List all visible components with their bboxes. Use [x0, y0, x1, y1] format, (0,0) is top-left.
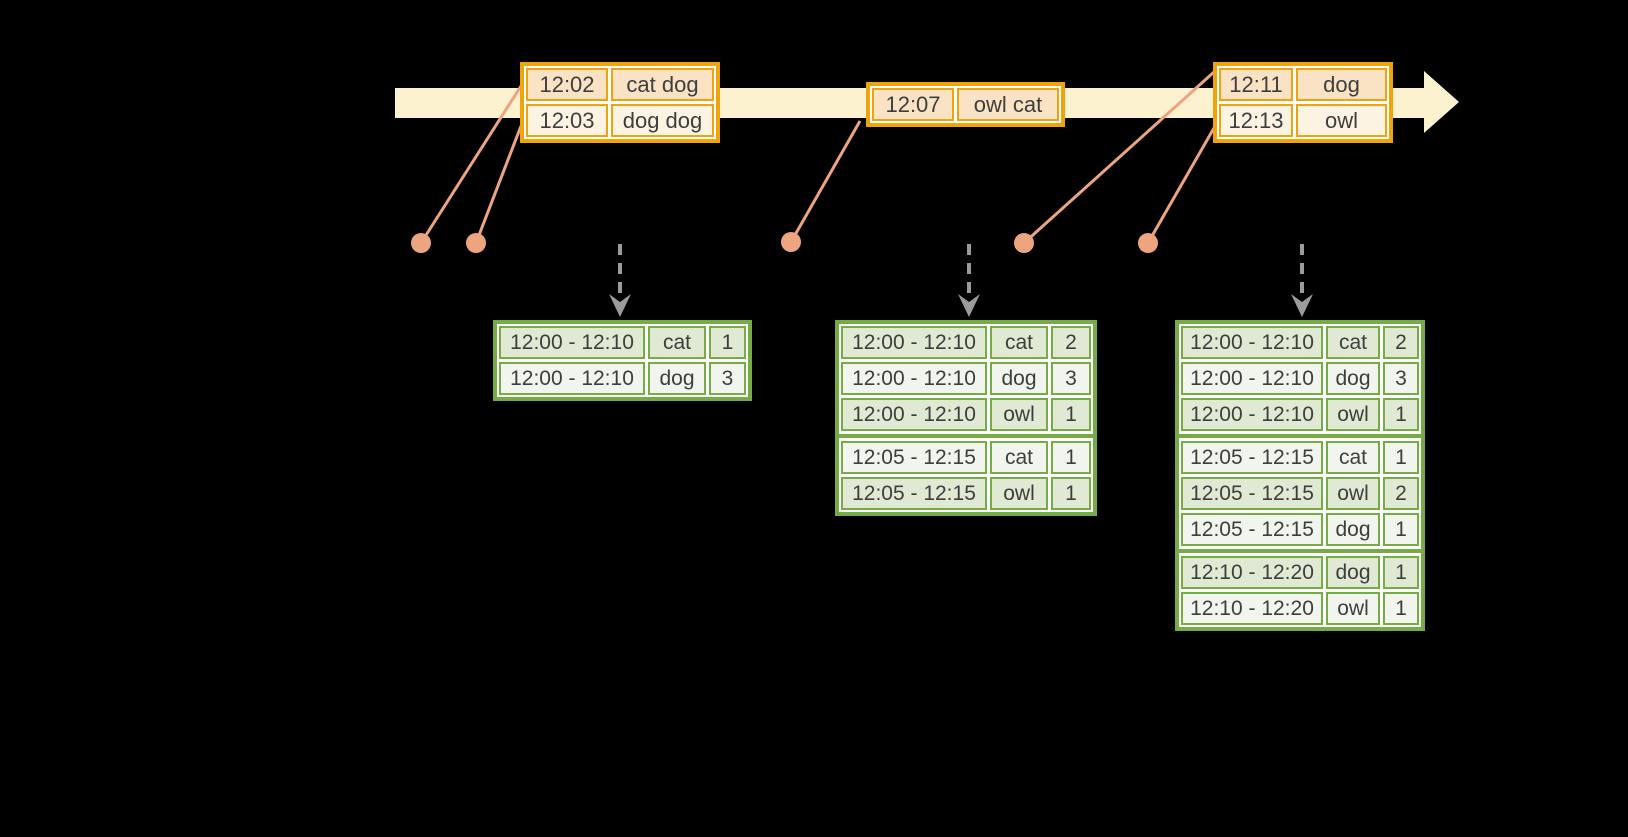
window-group-separator	[1179, 434, 1421, 438]
event-connector-line	[474, 125, 523, 244]
window-cell: 12:05 - 12:15	[841, 477, 987, 510]
word-cell: cat	[1326, 441, 1380, 474]
event-words-cell: dog dog	[611, 104, 714, 137]
event-time-cell: 12:02	[526, 68, 608, 101]
event-time-cell: 12:07	[872, 88, 954, 121]
window-cell: 12:00 - 12:10	[841, 326, 987, 359]
word-cell: owl	[1326, 398, 1380, 431]
word-cell: dog	[1326, 556, 1380, 589]
window-cell: 12:05 - 12:15	[1181, 477, 1323, 510]
event-words-cell: owl	[1296, 104, 1387, 137]
event-dot	[1138, 233, 1158, 253]
event-dot	[781, 232, 801, 252]
word-cell: dog	[990, 362, 1048, 395]
window-cell: 12:05 - 12:15	[841, 441, 987, 474]
event-connector-line	[1022, 70, 1216, 245]
trigger-arrow-head	[958, 294, 980, 317]
word-cell: cat	[648, 326, 706, 359]
event-dot	[1014, 233, 1034, 253]
count-cell: 3	[1051, 362, 1091, 395]
count-cell: 2	[1383, 477, 1419, 510]
count-cell: 2	[1051, 326, 1091, 359]
count-cell: 1	[1383, 398, 1419, 431]
window-cell: 12:00 - 12:10	[499, 326, 645, 359]
window-cell: 12:10 - 12:20	[1181, 592, 1323, 625]
window-cell: 12:05 - 12:15	[1181, 513, 1323, 546]
window-cell: 12:00 - 12:10	[841, 398, 987, 431]
count-cell: 1	[1383, 592, 1419, 625]
count-cell: 3	[1383, 362, 1419, 395]
word-cell: owl	[990, 477, 1048, 510]
trigger-arrow-head	[1291, 294, 1313, 317]
count-cell: 1	[1383, 556, 1419, 589]
event-words-cell: cat dog	[611, 68, 714, 101]
word-cell: owl	[990, 398, 1048, 431]
event-time-cell: 12:11	[1219, 68, 1293, 101]
count-cell: 1	[1051, 441, 1091, 474]
window-group-separator	[839, 434, 1093, 438]
event-connector-line	[789, 120, 862, 243]
event-dot	[411, 233, 431, 253]
timeline-arrowhead	[1424, 71, 1459, 133]
count-cell: 3	[709, 362, 746, 395]
count-cell: 1	[1051, 477, 1091, 510]
event-connector-line	[1146, 127, 1216, 244]
window-cell: 12:05 - 12:15	[1181, 441, 1323, 474]
count-cell: 1	[1051, 398, 1091, 431]
word-cell: cat	[990, 326, 1048, 359]
word-cell: dog	[1326, 513, 1380, 546]
word-cell: cat	[990, 441, 1048, 474]
window-cell: 12:10 - 12:20	[1181, 556, 1323, 589]
event-words-cell: dog	[1296, 68, 1387, 101]
word-cell: dog	[1326, 362, 1380, 395]
count-cell: 1	[1383, 513, 1419, 546]
count-cell: 1	[1383, 441, 1419, 474]
event-words-cell: owl cat	[957, 88, 1059, 121]
word-cell: dog	[648, 362, 706, 395]
event-time-cell: 12:13	[1219, 104, 1293, 137]
event-dot	[466, 233, 486, 253]
window-cell: 12:00 - 12:10	[1181, 398, 1323, 431]
window-cell: 12:00 - 12:10	[499, 362, 645, 395]
event-time-cell: 12:03	[526, 104, 608, 137]
window-cell: 12:00 - 12:10	[841, 362, 987, 395]
window-cell: 12:00 - 12:10	[1181, 362, 1323, 395]
window-group-separator	[1179, 549, 1421, 553]
count-cell: 1	[709, 326, 746, 359]
count-cell: 2	[1383, 326, 1419, 359]
event-connector-line	[419, 85, 523, 244]
word-cell: owl	[1326, 477, 1380, 510]
trigger-arrow-head	[609, 294, 631, 317]
word-cell: owl	[1326, 592, 1380, 625]
word-cell: cat	[1326, 326, 1380, 359]
window-cell: 12:00 - 12:10	[1181, 326, 1323, 359]
